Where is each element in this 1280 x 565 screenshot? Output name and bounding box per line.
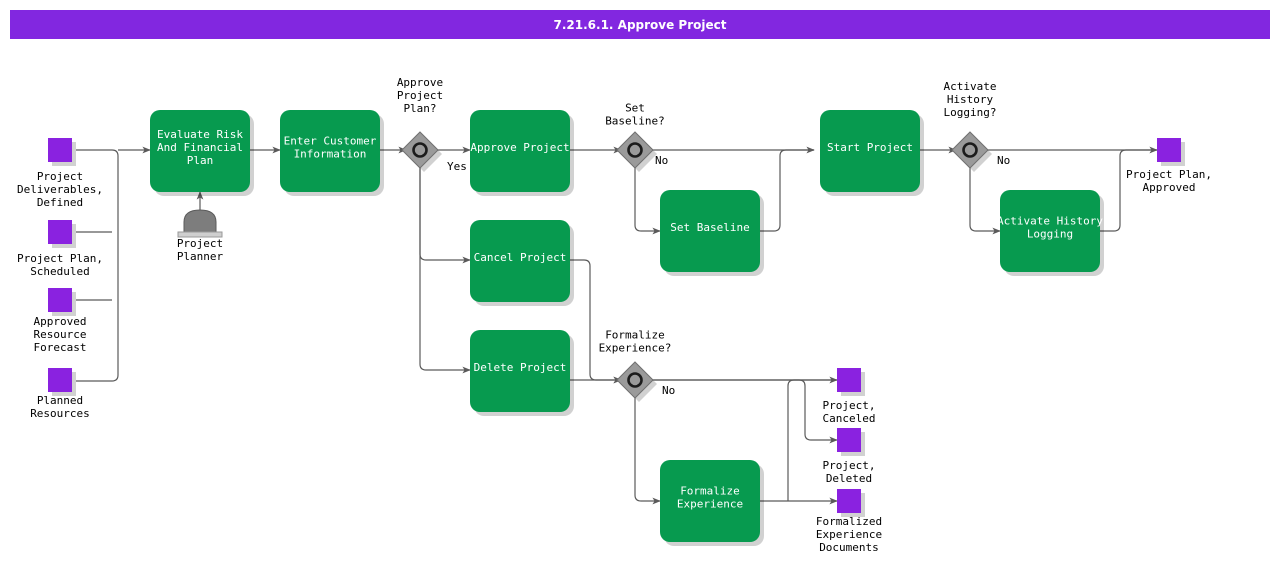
flow-formalize-experience-riser [787,379,837,501]
flow-gw-formalize-to-formalize-experience [634,394,661,505]
task-label: Start Project [827,141,913,154]
flow-gw-history-to-activate-logging [969,164,1001,235]
flow-label-no-baseline: No [655,154,668,167]
sequence-flows [76,146,1158,505]
artifact-square [837,368,861,392]
page-title: 7.21.6.1. Approve Project [553,17,727,32]
flow-gw-baseline-to-set-baseline [634,164,661,235]
task-cancel-project[interactable]: Cancel Project [470,220,574,306]
artifact-project-plan-scheduled[interactable]: Project Plan,Scheduled [17,220,103,278]
artifact-square [48,138,72,162]
flow-gw-approve-to-delete-project [419,164,471,374]
flow-gw-formalize-no-to-bus [649,379,838,444]
page-title-bar: 7.21.6.1. Approve Project [10,10,1270,39]
artifact-label: Project,Canceled [823,399,876,425]
artifact-square [837,489,861,513]
artifact-square [48,288,72,312]
artifact-project-deleted[interactable]: Project,Deleted [823,428,876,485]
output-artifacts: Project Plan,Approved Project,Canceled P… [816,138,1212,554]
task-delete-project[interactable]: Delete Project [470,330,574,416]
artifact-label: Project Plan,Approved [1126,168,1212,194]
flow-set-baseline-to-main [760,149,814,232]
artifact-label: Project,Deleted [823,459,876,485]
task-label: Approve Project [470,141,569,154]
artifact-project-canceled[interactable]: Project,Canceled [823,368,876,425]
flow-gw-approve-to-cancel-project [419,164,471,264]
artifact-square [1157,138,1181,162]
planner-hat-base [177,231,223,238]
task-start-project[interactable]: Start Project [820,110,924,196]
flow-activate-logging-to-main [1100,149,1157,232]
flow-label-yes-approve: Yes [447,160,467,173]
artifact-project-plan-approved[interactable]: Project Plan,Approved [1126,138,1212,194]
flow-deliverables-to-bus [76,149,119,382]
task-label: Delete Project [474,361,567,374]
task-label: Cancel Project [474,251,567,264]
flow-labels: Yes No No No [447,154,1010,397]
task-approve-project[interactable]: Approve Project [470,110,574,196]
artifact-label: Project Plan,Scheduled [17,252,103,278]
artifact-square [48,368,72,392]
artifact-square [48,220,72,244]
task-set-baseline[interactable]: Set Baseline [660,190,764,276]
flow-label-no-history: No [997,154,1010,167]
flow-label-no-formalize: No [662,384,675,397]
task-label: Set Baseline [670,221,749,234]
planner-hat-icon [183,209,217,233]
flow-cancel-project-to-gw-formalize [570,259,622,384]
artifact-square [837,428,861,452]
